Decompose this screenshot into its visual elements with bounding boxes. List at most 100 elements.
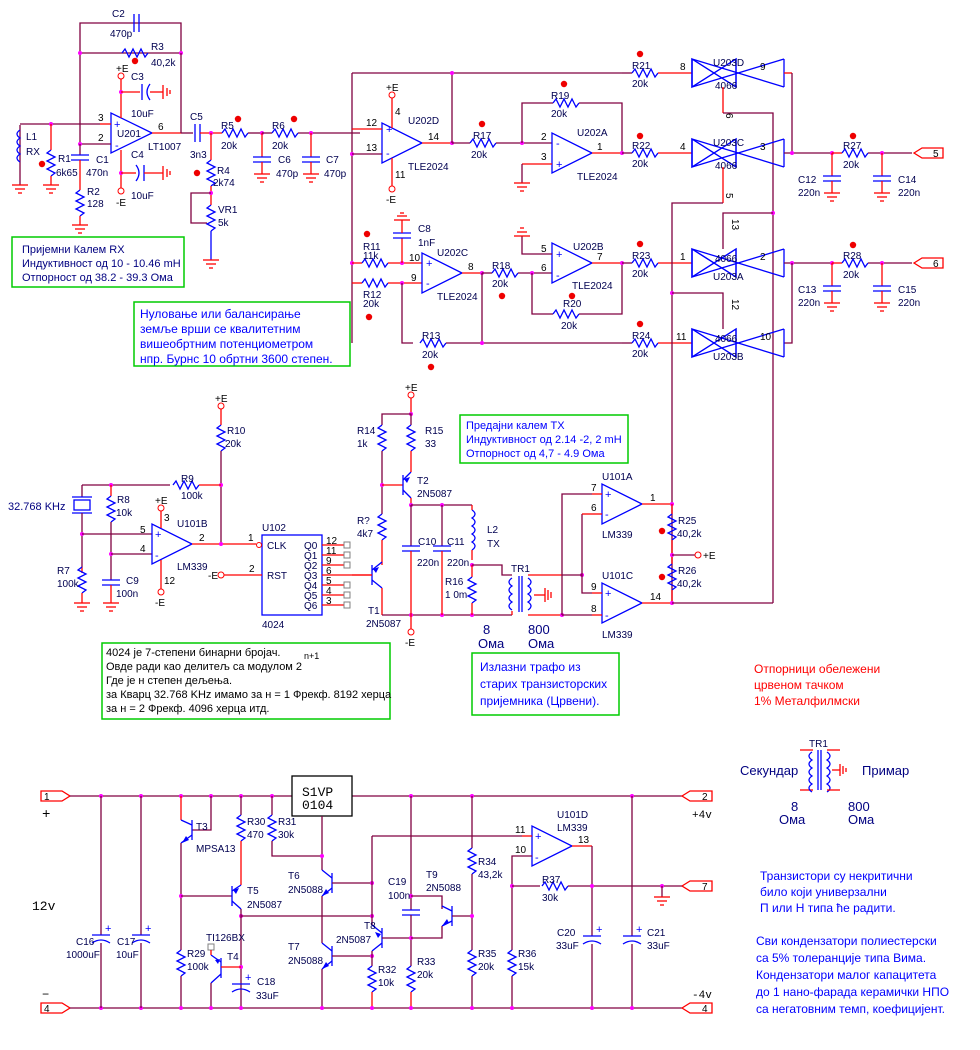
svg-text:R7: R7 — [57, 566, 70, 577]
svg-text:U102: U102 — [262, 523, 286, 534]
svg-text:20k: 20k — [551, 109, 568, 120]
svg-text:C16: C16 — [76, 937, 95, 948]
svg-text:2N5088: 2N5088 — [288, 956, 323, 967]
svg-text:20k: 20k — [363, 299, 380, 310]
vr1-ref: VR1 — [218, 205, 238, 216]
svg-text:100k: 100k — [57, 579, 80, 590]
svg-text:220n: 220n — [417, 558, 439, 569]
comparator-u101c — [601, 581, 644, 625]
svg-text:2: 2 — [98, 133, 104, 144]
l1-ref: L1 — [26, 132, 38, 143]
svg-text:C15: C15 — [898, 285, 917, 296]
svg-text:4024 је 7-степени бинарни број: 4024 је 7-степени бинарни бројач. — [106, 647, 280, 659]
svg-text:R30: R30 — [247, 817, 266, 828]
svg-text:11k: 11k — [363, 251, 379, 262]
svg-text:-: - — [605, 509, 609, 521]
r1-value: 6k65 — [56, 168, 78, 179]
svg-text:3: 3 — [760, 142, 766, 153]
svg-text:T9: T9 — [426, 870, 438, 881]
svg-text:R15: R15 — [425, 426, 444, 437]
svg-text:TR1: TR1 — [511, 564, 530, 575]
svg-text:10k: 10k — [378, 978, 395, 989]
svg-text:11: 11 — [395, 170, 406, 181]
svg-text:6: 6 — [723, 113, 734, 119]
svg-text:C8: C8 — [418, 224, 431, 235]
svg-text:10k: 10k — [116, 508, 133, 519]
svg-text:C10: C10 — [418, 537, 437, 548]
svg-text:-E: -E — [208, 571, 218, 582]
svg-text:+E: +E — [386, 83, 399, 94]
svg-text:20k: 20k — [492, 279, 509, 290]
svg-text:33uF: 33uF — [256, 991, 279, 1002]
svg-text:100k: 100k — [181, 491, 204, 502]
svg-text:TLE2024: TLE2024 — [437, 292, 478, 303]
svg-text:TR1: TR1 — [809, 739, 828, 750]
svg-text:+: + — [42, 807, 50, 823]
svg-text:Отпорност од 38.2 - 39.3 Ома: Отпорност од 38.2 - 39.3 Ома — [22, 272, 174, 284]
svg-text:T8: T8 — [364, 921, 376, 932]
transformer-tr1 — [508, 577, 514, 611]
svg-text:-: - — [426, 278, 430, 290]
svg-text:12: 12 — [366, 118, 378, 129]
svg-text:+: + — [556, 159, 562, 171]
receiver-preamp: L1 RX R1 6k65 C2 470p R3 40,2k 3 2 + - U… — [11, 9, 360, 269]
svg-text:U203D: U203D — [713, 58, 744, 69]
svg-text:TX: TX — [487, 539, 500, 550]
svg-text:8: 8 — [680, 62, 686, 73]
svg-text:Индуктивност од 2.14 -2, 2 mH: Индуктивност од 2.14 -2, 2 mH — [466, 434, 622, 446]
crystal-frequency: 32.768 KHz — [8, 501, 65, 513]
c5-ref: C5 — [190, 112, 203, 123]
output-port-5: 5 — [933, 149, 939, 160]
svg-text:800: 800 — [848, 799, 870, 814]
svg-text:Кондензатори малог капацитета: Кондензатори малог капацитета — [756, 968, 937, 982]
svg-text:U203A: U203A — [713, 272, 744, 283]
svg-text:14: 14 — [650, 592, 662, 603]
c2-value: 470p — [110, 29, 133, 40]
svg-text:R11: R11 — [363, 242, 381, 253]
svg-text:U202C: U202C — [437, 248, 468, 259]
svg-text:било који универзални: било који универзални — [760, 885, 887, 899]
r4-ref: R4 — [217, 166, 230, 177]
svg-text:10: 10 — [515, 845, 527, 856]
r2-ref: R2 — [87, 187, 100, 198]
svg-text:Излазни трафо из: Излазни трафо из — [480, 660, 581, 674]
svg-text:+: + — [556, 249, 562, 261]
svg-text:2N5087: 2N5087 — [336, 935, 371, 946]
u201-value: LT1007 — [148, 142, 182, 153]
svg-text:6: 6 — [541, 263, 547, 274]
svg-text:-E: -E — [405, 638, 415, 649]
no-connect-marker — [343, 581, 351, 589]
svg-text:RST: RST — [267, 571, 287, 582]
svg-text:R35: R35 — [478, 949, 497, 960]
svg-text:8: 8 — [468, 262, 474, 273]
svg-text:R34: R34 — [478, 857, 497, 868]
coil-l2 — [470, 509, 476, 551]
svg-text:470: 470 — [247, 830, 264, 841]
svg-text:33uF: 33uF — [647, 941, 670, 952]
opamp-u202c — [421, 251, 464, 295]
svg-text:црвеном тачком: црвеном тачком — [754, 678, 844, 692]
svg-text:2: 2 — [541, 132, 547, 143]
svg-text:Примар: Примар — [862, 763, 909, 778]
svg-text:0104: 0104 — [302, 798, 333, 813]
svg-text:40,2k: 40,2k — [677, 529, 702, 540]
svg-text:старих транзисторских: старих транзисторских — [480, 677, 607, 691]
svg-text:220n: 220n — [898, 298, 920, 309]
svg-text:10: 10 — [409, 253, 421, 264]
svg-text:30k: 30k — [542, 893, 559, 904]
svg-text:R26: R26 — [678, 566, 697, 577]
svg-text:R12: R12 — [363, 290, 382, 301]
svg-text:Индуктивност од 10 - 10.46 mH: Индуктивност од 10 - 10.46 mH — [22, 258, 181, 270]
svg-text:R37: R37 — [542, 875, 561, 886]
c7-ref: C7 — [326, 155, 339, 166]
svg-text:U101C: U101C — [602, 571, 633, 582]
svg-text:+: + — [155, 529, 161, 541]
svg-text:LM339: LM339 — [177, 562, 208, 573]
svg-text:R8: R8 — [117, 495, 130, 506]
svg-text:U202B: U202B — [573, 242, 604, 253]
svg-text:13: 13 — [729, 219, 740, 231]
r5-ref: R5 — [221, 121, 234, 132]
c6-ref: C6 — [278, 155, 291, 166]
counter-output-label: Q4 — [304, 581, 318, 592]
demodulator: 12 13 + - U202D TLE2024 14 +E 4 -E 11 R1… — [350, 50, 692, 371]
